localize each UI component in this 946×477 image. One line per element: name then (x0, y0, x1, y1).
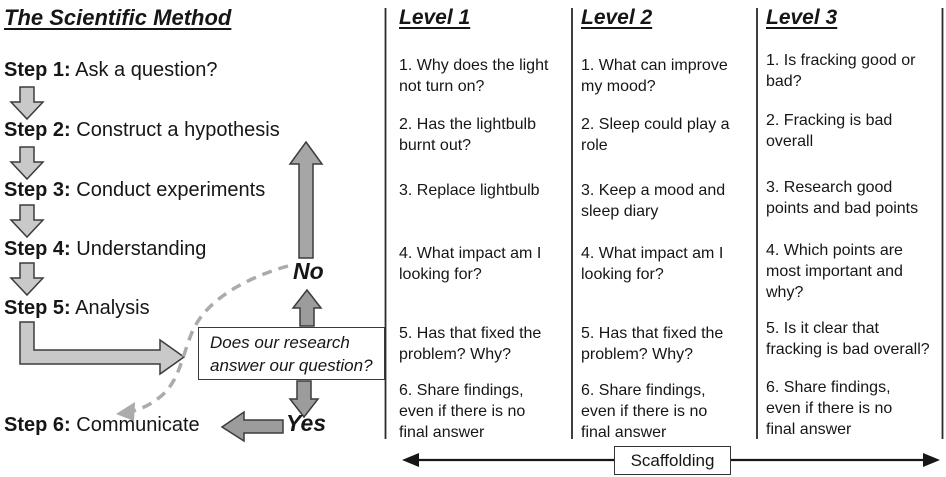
yes-left-arrow-icon (220, 410, 284, 443)
step-6-label: Step 6: (4, 414, 71, 436)
step1-down-arrow-icon (9, 86, 45, 121)
feedback-up-arrow-icon (288, 140, 324, 259)
step-2: Step 2: Construct a hypothesis (4, 117, 280, 143)
step-4-label: Step 4: (4, 238, 71, 260)
step-5-text: Analysis (75, 297, 150, 319)
level-2-item-1: 1. What can improve my mood? (581, 57, 728, 95)
step-6: Step 6: Communicate (4, 412, 200, 438)
level-3-item-6: 6. Share findings, even if there is no f… (766, 379, 893, 438)
dashed-return-arrowhead-icon (116, 402, 135, 421)
step-2-text: Construct a hypothesis (76, 119, 280, 141)
step-3-label: Step 3: (4, 179, 71, 201)
level-1-item-5: 5. Has that fixed the problem? Why? (399, 325, 542, 363)
level-3-item-3: 3. Research good points and bad points (766, 179, 919, 217)
step-1-text: Ask a question? (75, 59, 218, 81)
step4-down-arrow-icon (9, 262, 45, 297)
scaffolding-left-arrowhead-icon (402, 453, 419, 467)
step-4: Step 4: Understanding (4, 236, 206, 262)
level-1-title: Level 1 (399, 6, 471, 29)
level-2-item-4: 4. What impact am I looking for? (581, 245, 724, 283)
level-2-item-6: 6. Share findings, even if there is no f… (581, 382, 708, 441)
step-5: Step 5: Analysis (4, 295, 150, 321)
step5-elbow-arrow-icon (19, 321, 186, 376)
level-2-title: Level 2 (581, 6, 653, 29)
level-3-title: Level 3 (766, 6, 838, 29)
level-2-item-2: 2. Sleep could play a role (581, 116, 730, 154)
level-3-item-2: 2. Fracking is bad overall (766, 112, 893, 150)
step-3: Step 3: Conduct experiments (4, 177, 265, 203)
no-label: No (293, 258, 324, 284)
level-1-item-3: 3. Replace lightbulb (399, 182, 540, 199)
step-5-label: Step 5: (4, 297, 71, 319)
step3-down-arrow-icon (9, 204, 45, 239)
level-2-item-3: 3. Keep a mood and sleep diary (581, 182, 726, 220)
level-3-item-4: 4. Which points are most important and w… (766, 242, 903, 301)
dashed-return-arrow-icon (132, 264, 289, 413)
level-1-item-2: 2. Has the lightbulb burnt out? (399, 116, 536, 154)
step-6-text: Communicate (76, 414, 200, 436)
yes-label: Yes (286, 410, 327, 436)
level-1-item-1: 1. Why does the light not turn on? (399, 57, 549, 95)
level-2-item-5: 5. Has that fixed the problem? Why? (581, 325, 724, 363)
step2-down-arrow-icon (9, 146, 45, 181)
level-1-item-4: 4. What impact am I looking for? (399, 245, 542, 283)
scaffolding-right-arrowhead-icon (923, 453, 940, 467)
scientific-method-title: The Scientific Method (4, 5, 232, 30)
step-3-text: Conduct experiments (76, 179, 266, 201)
step-4-text: Understanding (76, 238, 207, 260)
level-1-item-6: 6. Share findings, even if there is no f… (399, 382, 526, 441)
decision-down-arrow-icon (288, 380, 320, 419)
step-1-label: Step 1: (4, 59, 71, 81)
decision-box: Does our research answer our question? (198, 327, 385, 380)
level-3-item-5: 5. Is it clear that fracking is bad over… (766, 320, 930, 358)
step-2-label: Step 2: (4, 119, 71, 141)
no-up-arrow-icon (291, 288, 323, 327)
step-1: Step 1: Ask a question? (4, 57, 217, 83)
level-3-item-1: 1. Is fracking good or bad? (766, 52, 916, 90)
scaffolding-label: Scaffolding (614, 446, 731, 475)
